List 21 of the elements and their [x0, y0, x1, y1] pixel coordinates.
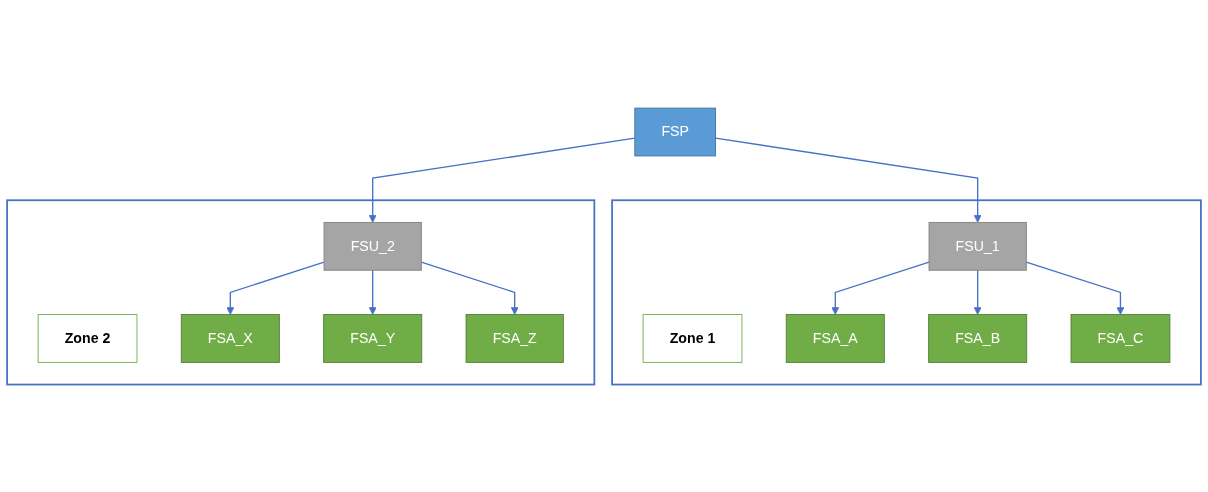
node-box: FSA_Z: [465, 313, 564, 363]
arrow: [831, 261, 930, 315]
cluster: [6, 199, 596, 386]
node-box: FSA_A: [785, 313, 885, 363]
arrow: [1025, 261, 1125, 315]
node-box: FSU_1: [928, 221, 1027, 271]
arrow: [226, 261, 325, 315]
node-box: FSA_C: [1070, 313, 1171, 363]
node-box: FSU_2: [323, 221, 422, 271]
node-box: Zone 2: [37, 313, 138, 363]
node-box: FSA_B: [928, 313, 1028, 363]
arrow: [368, 137, 636, 223]
node-box: FSA_Y: [323, 313, 423, 363]
node-box: Zone 1: [642, 313, 743, 363]
node-box: FSA_X: [180, 313, 280, 363]
arrow: [973, 269, 982, 315]
node-box: FSP: [634, 107, 716, 157]
arrow: [368, 269, 377, 315]
arrow: [420, 261, 519, 315]
cluster: [611, 199, 1202, 386]
arrow: [714, 137, 982, 223]
